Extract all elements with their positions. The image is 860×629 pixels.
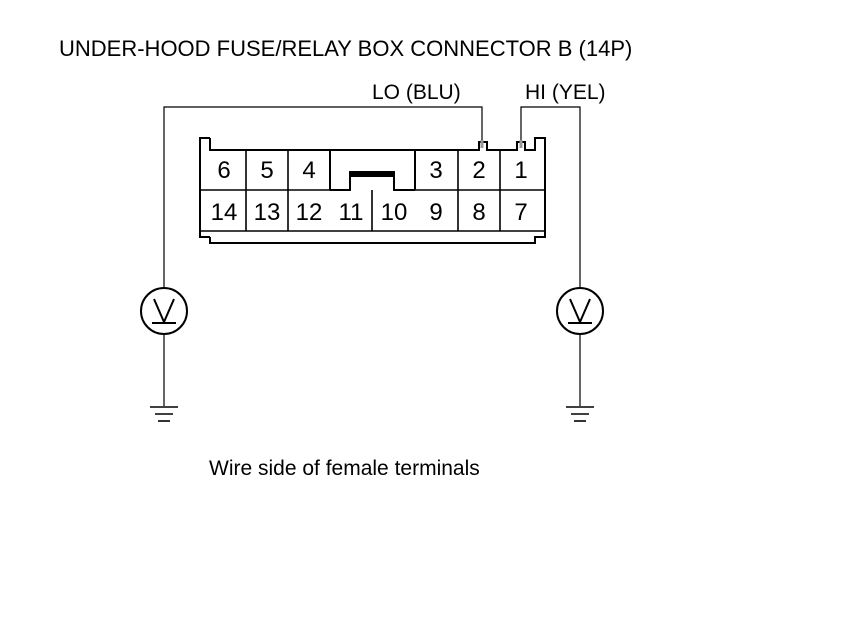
pin-6: 6 — [217, 157, 230, 184]
diagram-caption: Wire side of female terminals — [209, 457, 480, 480]
pin-3: 3 — [429, 157, 442, 184]
ground-icon — [566, 406, 594, 422]
pin-5: 5 — [260, 157, 273, 184]
pin-12: 12 — [296, 199, 323, 226]
connector-key-tab — [351, 172, 393, 177]
pin-7: 7 — [514, 199, 527, 226]
pin-2: 2 — [472, 157, 485, 184]
voltmeter-icon — [556, 287, 604, 335]
hi-wire-label: HI (YEL) — [525, 81, 606, 104]
ground-icon — [150, 406, 178, 422]
pin-11: 11 — [339, 199, 364, 226]
voltmeter-icon — [140, 287, 188, 335]
lo-wire — [163, 106, 483, 288]
pin-14: 14 — [211, 199, 238, 226]
pin-8: 8 — [472, 199, 485, 226]
pin-13: 13 — [254, 199, 281, 226]
pin-4: 4 — [302, 157, 315, 184]
diagram-title: UNDER-HOOD FUSE/RELAY BOX CONNECTOR B (1… — [59, 36, 632, 61]
connector-grid — [201, 150, 545, 232]
pin-10: 10 — [381, 199, 408, 226]
lo-wire-label: LO (BLU) — [372, 81, 461, 104]
hi-wire — [520, 106, 581, 288]
pin-9: 9 — [429, 199, 442, 226]
pin-1: 1 — [514, 157, 527, 184]
